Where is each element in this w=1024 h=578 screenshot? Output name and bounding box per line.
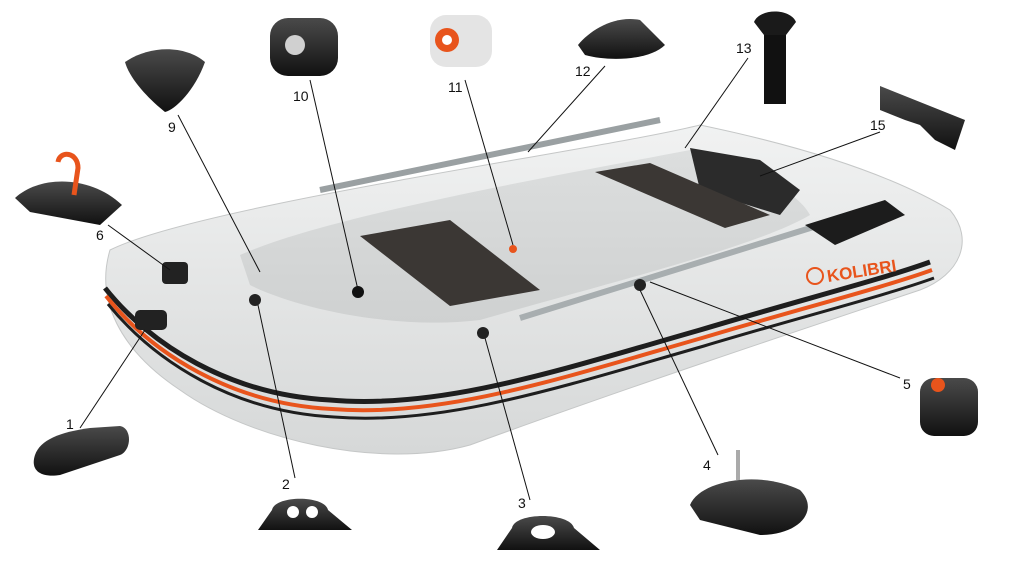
leader-lines bbox=[79, 57, 901, 501]
part-5-clamp bbox=[920, 378, 978, 436]
callout-15: 15 bbox=[870, 117, 886, 133]
callout-6: 6 bbox=[96, 227, 104, 243]
fitting-dot bbox=[249, 294, 261, 306]
part-11-valve bbox=[430, 15, 492, 67]
part-4-rowlock bbox=[690, 450, 808, 535]
hull-stripe-orange bbox=[104, 268, 933, 413]
fitting-dot bbox=[509, 245, 517, 253]
fitting-rowlock bbox=[162, 262, 188, 284]
part-10-valve bbox=[270, 18, 338, 76]
seat-front bbox=[360, 220, 540, 306]
part-3-fitting bbox=[497, 516, 600, 550]
oar-left bbox=[319, 117, 661, 193]
callout-3: 3 bbox=[518, 495, 526, 511]
boat-transom bbox=[690, 148, 800, 215]
part-12-mount bbox=[578, 19, 665, 59]
callout-numbers: 1 2 3 4 5 6 9 10 11 12 13 15 bbox=[66, 40, 911, 511]
callout-2: 2 bbox=[282, 476, 290, 492]
hull-stripe-black-2 bbox=[106, 276, 935, 420]
seat-rear bbox=[595, 163, 770, 228]
oar-blade bbox=[805, 200, 905, 245]
callout-1: 1 bbox=[66, 416, 74, 432]
fitting-dot bbox=[352, 286, 364, 298]
part-13-oar-handle bbox=[754, 11, 796, 104]
part-9-fitting bbox=[125, 49, 205, 112]
callout-13: 13 bbox=[736, 40, 752, 56]
oar-right bbox=[519, 222, 821, 321]
part-2-fitting bbox=[258, 498, 352, 530]
fitting-dot bbox=[634, 279, 646, 291]
part-15-transom bbox=[880, 86, 965, 150]
callout-10: 10 bbox=[293, 88, 309, 104]
callout-9: 9 bbox=[168, 119, 176, 135]
callout-5: 5 bbox=[903, 376, 911, 392]
fitting-handle bbox=[135, 310, 167, 330]
part-1-handle bbox=[33, 426, 129, 476]
fitting-dot bbox=[477, 327, 489, 339]
inflatable-boat: KOLIBRI bbox=[103, 117, 963, 455]
callout-12: 12 bbox=[575, 63, 591, 79]
part-6-holder bbox=[15, 151, 122, 225]
callout-4: 4 bbox=[703, 457, 711, 473]
callout-11: 11 bbox=[448, 79, 463, 95]
hull-stripe-black bbox=[103, 259, 931, 405]
